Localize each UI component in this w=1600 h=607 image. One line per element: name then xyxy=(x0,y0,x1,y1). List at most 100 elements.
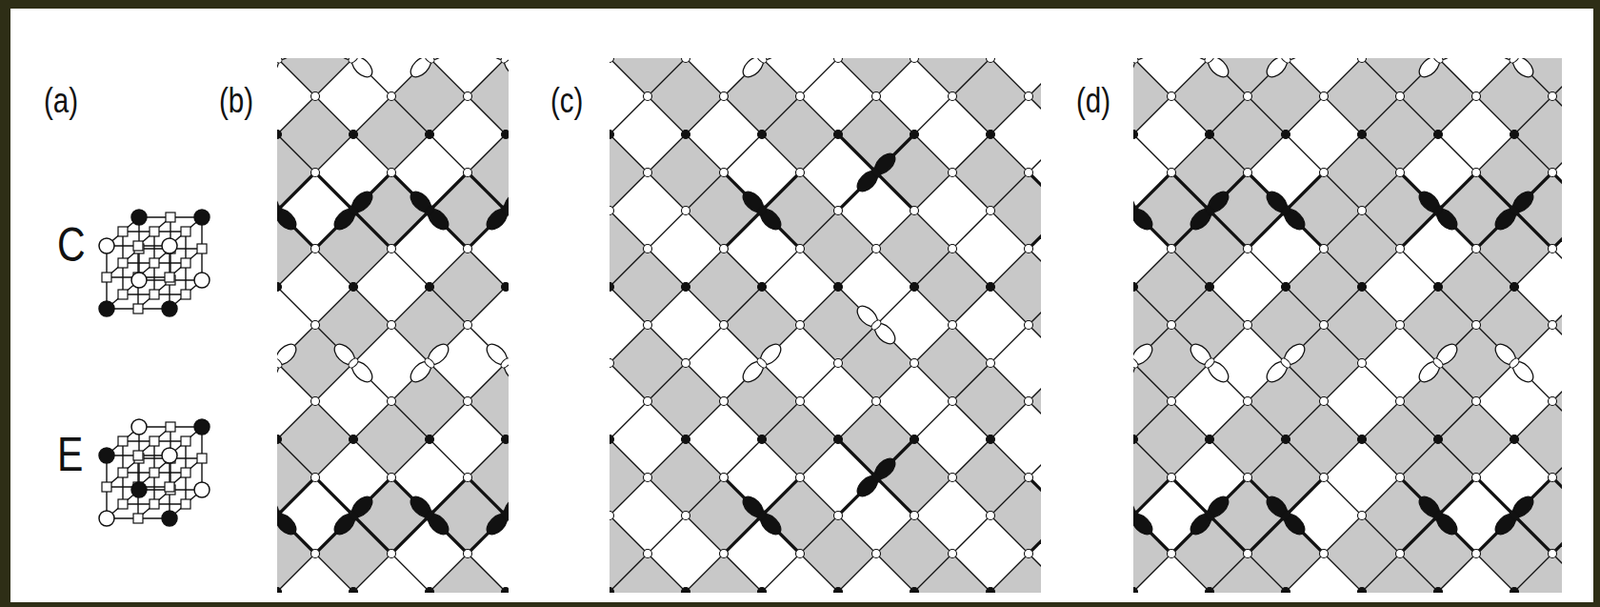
bond xyxy=(1209,248,1248,287)
mn-site xyxy=(681,511,691,520)
bond xyxy=(647,439,686,478)
bond xyxy=(429,591,468,593)
bond xyxy=(1476,400,1515,440)
mn-site xyxy=(1510,435,1520,444)
bond xyxy=(800,477,839,516)
mn-site xyxy=(872,244,881,254)
panel-letter: (b) xyxy=(219,83,254,119)
bond xyxy=(685,286,724,325)
bond xyxy=(647,248,686,287)
bond xyxy=(1552,591,1562,593)
mn-site xyxy=(986,58,996,63)
bond xyxy=(1285,58,1324,97)
panel-letter: (d) xyxy=(1076,83,1111,119)
oxygen-site xyxy=(165,212,176,222)
mn-site xyxy=(349,282,359,292)
bond xyxy=(609,553,648,592)
bond xyxy=(952,210,991,249)
bond xyxy=(1171,591,1210,593)
plaquette xyxy=(1209,553,1286,593)
bond xyxy=(914,248,953,287)
eg-orbital xyxy=(1491,340,1537,385)
mn-site xyxy=(501,587,510,594)
bond xyxy=(685,515,724,554)
bond xyxy=(1133,591,1172,593)
plaquette xyxy=(914,553,991,593)
mn-site xyxy=(277,435,282,444)
mn-site xyxy=(758,130,767,140)
bond xyxy=(1514,134,1553,173)
plaquette xyxy=(609,591,648,593)
mn-site xyxy=(948,473,958,482)
eg-orbital xyxy=(1186,340,1232,385)
mn-site xyxy=(277,130,282,140)
bond xyxy=(914,286,953,325)
mn-site xyxy=(758,587,767,594)
mn-site xyxy=(277,587,282,594)
mn-site xyxy=(609,587,615,594)
bond xyxy=(800,591,839,593)
bond xyxy=(277,172,316,211)
mn-site xyxy=(1472,244,1481,254)
bond xyxy=(1552,286,1562,325)
bond xyxy=(505,134,509,173)
bond xyxy=(1361,591,1400,593)
bond xyxy=(800,210,839,249)
bond xyxy=(1285,439,1324,478)
bond xyxy=(838,134,877,173)
spin-site xyxy=(99,510,115,526)
bond xyxy=(609,58,648,97)
bond xyxy=(1209,553,1248,592)
mn-site xyxy=(501,130,510,140)
eg-orbital xyxy=(853,149,899,195)
bond xyxy=(1028,591,1041,593)
bond xyxy=(1285,134,1324,173)
oxygen-site xyxy=(180,467,191,478)
mn-site xyxy=(349,435,359,444)
bond xyxy=(391,96,430,135)
mn-site xyxy=(1133,587,1139,594)
mn-site xyxy=(986,130,996,140)
bond xyxy=(876,286,915,325)
bond xyxy=(315,172,354,211)
orbital-ring xyxy=(277,356,284,369)
bond xyxy=(1361,362,1400,401)
spin-site xyxy=(194,209,210,225)
mn-site xyxy=(349,587,359,594)
bond xyxy=(609,134,648,173)
bond xyxy=(761,362,800,401)
orbital-ring xyxy=(346,508,360,521)
eg-orbital xyxy=(277,340,300,385)
bond xyxy=(1247,96,1286,135)
bond xyxy=(1028,248,1041,287)
bond xyxy=(647,477,686,516)
bond xyxy=(952,477,991,516)
mn-site xyxy=(834,511,843,520)
bond xyxy=(1476,439,1515,478)
bond xyxy=(315,477,354,516)
bond xyxy=(800,58,839,97)
bond xyxy=(723,96,762,135)
bond xyxy=(990,553,1029,592)
bond xyxy=(609,210,648,249)
bond xyxy=(391,400,430,440)
mn-site xyxy=(986,511,996,520)
bond xyxy=(1171,400,1210,440)
bond xyxy=(723,400,762,440)
bond xyxy=(1028,439,1041,478)
mn-site xyxy=(609,359,615,368)
mn-site xyxy=(349,130,359,140)
bond xyxy=(1552,553,1562,592)
bond xyxy=(990,439,1029,478)
mn-site xyxy=(681,206,691,216)
bond xyxy=(429,362,468,401)
orbital-ring xyxy=(1431,58,1444,65)
bond xyxy=(315,96,354,135)
eg-orbital xyxy=(1262,187,1308,233)
bond xyxy=(353,515,392,554)
mn-site xyxy=(948,244,958,254)
bond xyxy=(1209,324,1248,363)
mn-site xyxy=(948,168,958,178)
bond xyxy=(1323,477,1362,516)
bond xyxy=(990,210,1029,249)
